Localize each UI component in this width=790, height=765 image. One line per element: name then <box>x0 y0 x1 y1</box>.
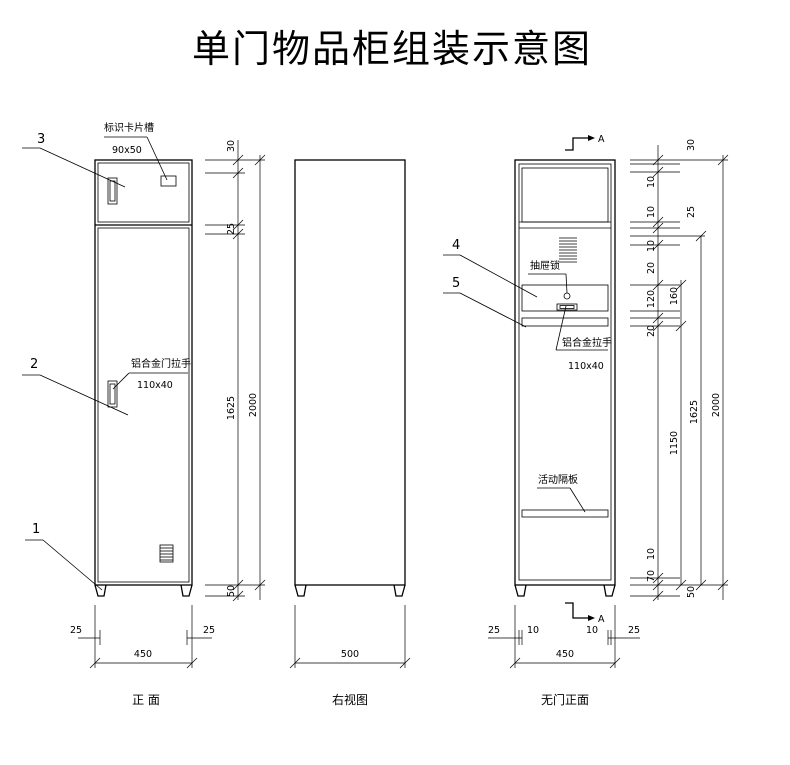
svg-text:1150: 1150 <box>669 431 680 455</box>
svg-text:10: 10 <box>646 548 657 560</box>
front-view: 3 2 1 标识卡片槽 90x50 铝合金门拉手 110x40 <box>22 121 266 707</box>
svg-text:10: 10 <box>646 176 657 188</box>
svg-text:25: 25 <box>226 223 237 235</box>
svg-text:A: A <box>598 134 605 145</box>
svg-text:30: 30 <box>226 140 237 152</box>
inner-vent <box>559 237 577 263</box>
open-vertical-dims: 30 10 10 25 10 20 120 160 20 1150 1625 2… <box>630 139 729 602</box>
part-number-5: 5 <box>452 276 460 291</box>
side-view: 500 右视图 <box>289 159 411 707</box>
main-door-handle <box>107 380 118 408</box>
svg-text:30: 30 <box>686 139 697 151</box>
vent-grille <box>159 544 174 563</box>
fixed-shelf <box>521 317 609 327</box>
drawing-title: 单门物品柜组装示意图 <box>192 27 592 71</box>
open-horizontal-dims: 25 10 10 25 450 <box>488 605 640 669</box>
front-vertical-dims: 30 25 1625 50 2000 <box>205 140 266 602</box>
card-slot-size: 90x50 <box>112 145 142 156</box>
open-view-caption: 无门正面 <box>541 692 589 707</box>
section-mark-top: A <box>565 134 605 151</box>
svg-text:2000: 2000 <box>248 393 259 417</box>
drawer-handle-size: 110x40 <box>568 361 604 372</box>
part-number-4: 4 <box>452 238 460 253</box>
side-right-foot <box>393 584 406 597</box>
svg-text:1625: 1625 <box>689 400 700 424</box>
svg-text:50: 50 <box>686 586 697 598</box>
front-horizontal-dims: 25 25 450 <box>70 605 215 669</box>
svg-text:25: 25 <box>488 625 500 636</box>
part-number-3: 3 <box>37 132 45 147</box>
front-view-caption: 正 面 <box>132 693 160 707</box>
svg-text:25: 25 <box>203 625 215 636</box>
svg-text:20: 20 <box>646 262 657 274</box>
svg-text:10: 10 <box>527 625 539 636</box>
svg-text:10: 10 <box>586 625 598 636</box>
svg-text:450: 450 <box>134 649 152 660</box>
svg-text:A: A <box>598 614 605 625</box>
left-foot <box>94 584 107 597</box>
card-slot-label: 标识卡片槽 <box>104 121 154 134</box>
part-number-2: 2 <box>30 357 38 372</box>
card-slot <box>160 175 177 187</box>
svg-text:160: 160 <box>669 287 680 305</box>
svg-text:450: 450 <box>556 649 574 660</box>
drawer-lock-label: 抽屉锁 <box>530 259 560 272</box>
svg-text:20: 20 <box>646 325 657 337</box>
drawer-handle <box>556 303 578 311</box>
open-front-view: A A 4 5 抽屉锁 铝合金拉手 110x40 活动隔板 <box>443 134 729 707</box>
section-mark-bottom: A <box>565 602 605 625</box>
svg-text:50: 50 <box>226 585 237 597</box>
svg-text:2000: 2000 <box>711 393 722 417</box>
handle-label: 铝合金门拉手 <box>131 357 191 370</box>
svg-text:1625: 1625 <box>226 396 237 420</box>
side-left-foot <box>294 584 307 597</box>
svg-text:10: 10 <box>646 206 657 218</box>
side-depth-dim: 500 <box>341 649 359 660</box>
handle-size: 110x40 <box>137 380 173 391</box>
top-door-handle <box>107 177 118 205</box>
svg-text:70: 70 <box>646 570 657 582</box>
svg-text:25: 25 <box>70 625 82 636</box>
svg-text:120: 120 <box>646 290 657 308</box>
right-foot <box>180 584 193 597</box>
svg-text:10: 10 <box>646 240 657 252</box>
drawer-lock <box>563 292 571 300</box>
svg-text:25: 25 <box>628 625 640 636</box>
part-number-1: 1 <box>32 522 40 537</box>
svg-text:25: 25 <box>686 206 697 218</box>
drawer-handle-label: 铝合金拉手 <box>562 336 612 349</box>
side-view-caption: 右视图 <box>332 692 368 707</box>
shelf-label: 活动隔板 <box>538 473 578 486</box>
movable-shelf <box>521 509 609 518</box>
